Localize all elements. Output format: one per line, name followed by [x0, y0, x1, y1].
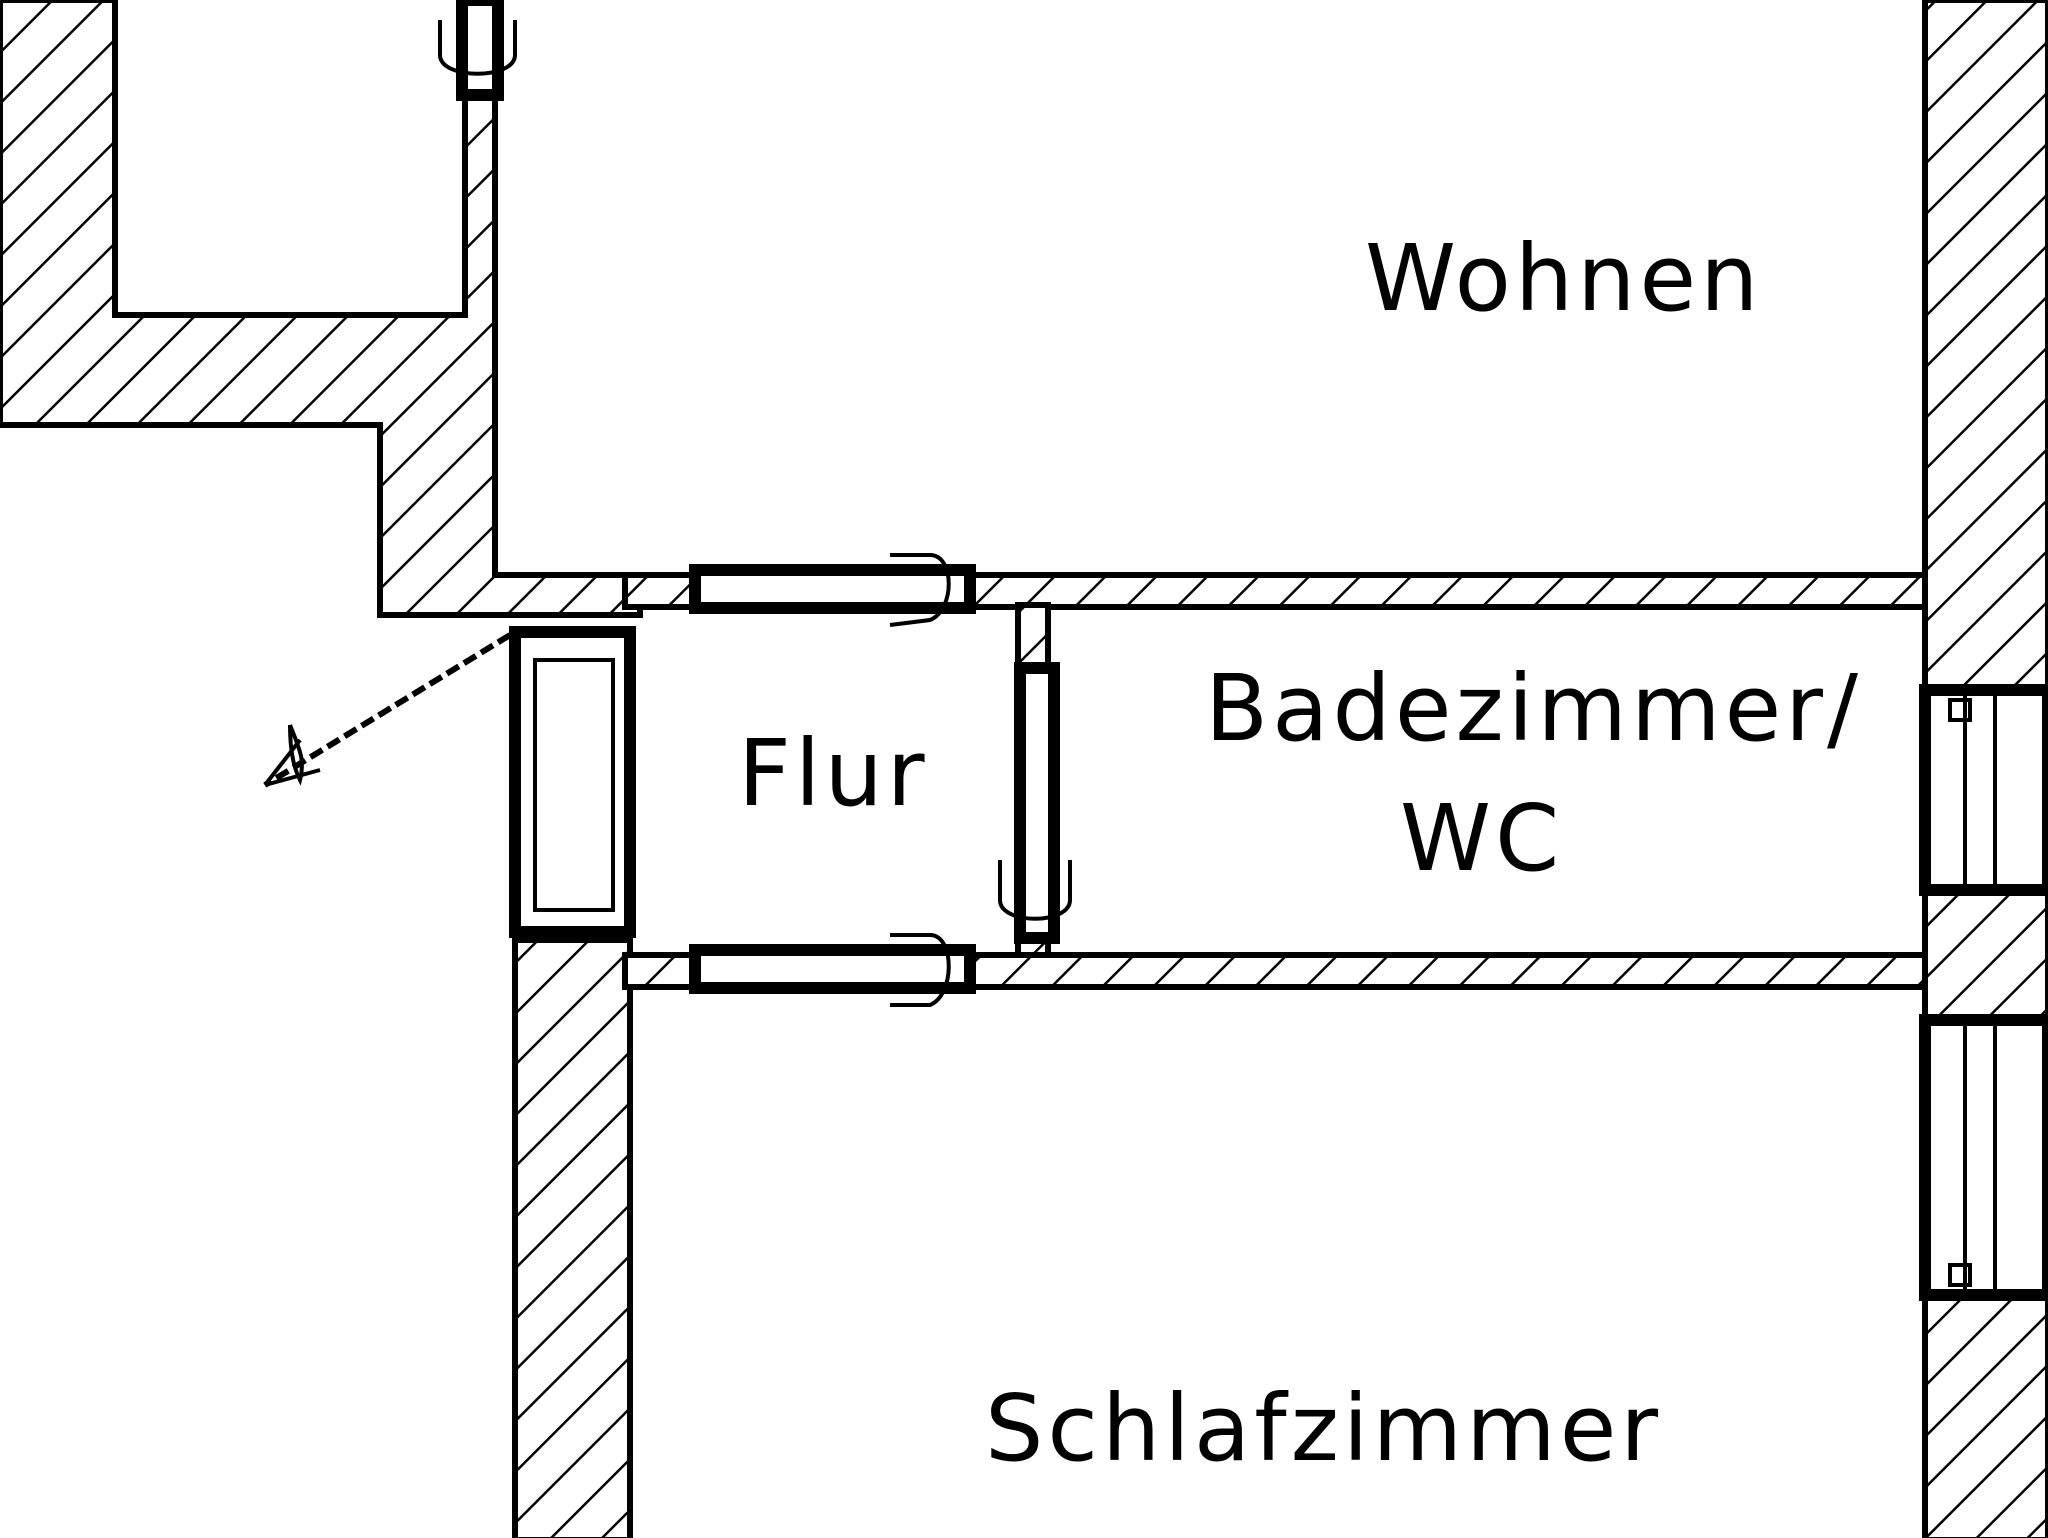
wall-right-pier — [1922, 887, 2048, 1023]
wall-left-lower — [512, 937, 633, 1538]
room-label-schlafzimmer: Schlafzimmer — [985, 1375, 1662, 1482]
room-label-bad-line1: Badezimmer/ — [1205, 655, 1862, 762]
window-schlafzimmer — [1919, 1014, 2048, 1301]
door-wohnen-flur-swing — [889, 553, 951, 627]
room-label-wohnen: Wohnen — [1365, 225, 1762, 332]
wall-left-top — [0, 0, 643, 618]
room-label-flur: Flur — [738, 720, 929, 827]
door-top-left — [456, 0, 504, 101]
room-outline-wohnen — [492, 0, 1928, 578]
entrance-arrow-icon — [263, 724, 321, 787]
door-flur-schlafzimmer-swing — [890, 933, 951, 1007]
front-door-swing — [263, 632, 512, 788]
door-flur-bad — [1014, 662, 1060, 944]
door-top-left-swing — [438, 20, 517, 76]
door-flur-bad-swing — [998, 860, 1072, 921]
door-flur-schlafzimmer — [689, 944, 976, 994]
front-door-leaf — [533, 658, 615, 912]
window-bad — [1919, 684, 2048, 896]
door-wohnen-flur — [689, 564, 976, 614]
room-label-bad-line2: WC — [1400, 785, 1563, 892]
